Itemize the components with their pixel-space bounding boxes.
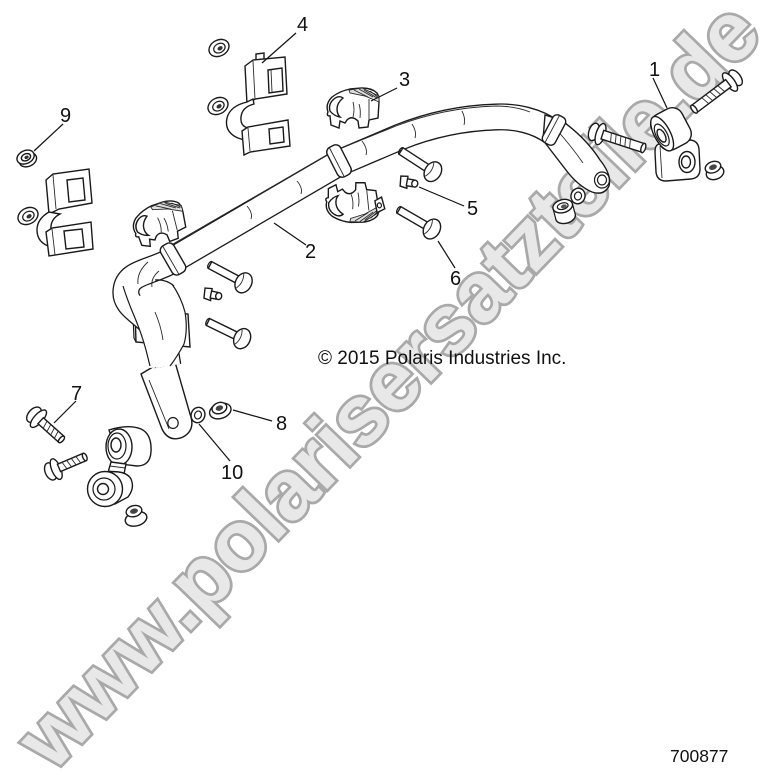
svg-text:© 2015 Polaris Industries Inc.: © 2015 Polaris Industries Inc. (318, 348, 566, 369)
svg-text:700877: 700877 (670, 746, 728, 766)
svg-text:9: 9 (60, 105, 71, 127)
svg-text:3: 3 (399, 69, 410, 91)
svg-text:10: 10 (221, 462, 243, 484)
svg-text:6: 6 (450, 268, 461, 290)
svg-text:2: 2 (305, 241, 316, 263)
svg-text:8: 8 (276, 413, 287, 435)
svg-text:5: 5 (467, 198, 478, 220)
svg-text:1: 1 (649, 59, 660, 81)
svg-text:7: 7 (71, 383, 82, 405)
svg-text:4: 4 (297, 14, 308, 36)
